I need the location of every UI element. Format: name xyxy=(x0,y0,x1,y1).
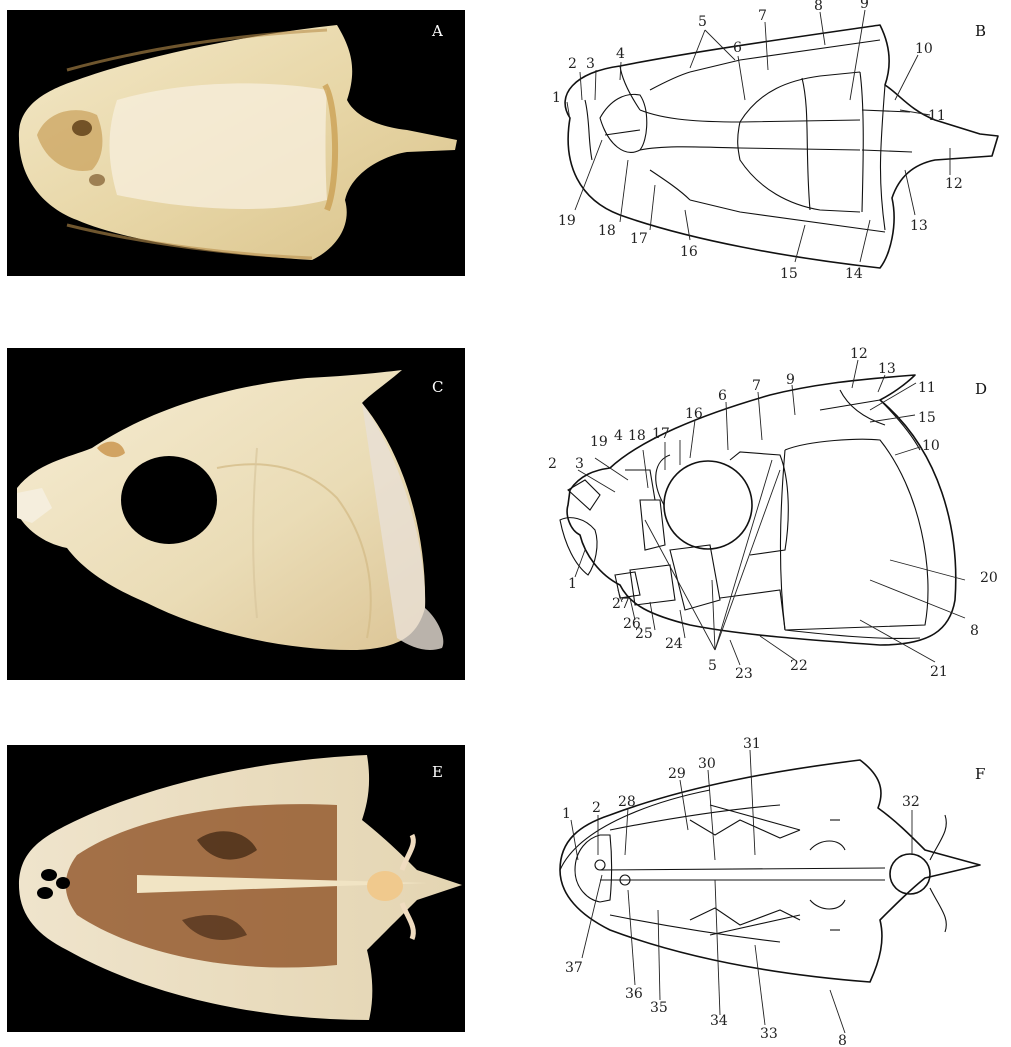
skull-lateral-outline: 12 13 11 15 10 9 7 6 16 17 18 4 19 3 2 1… xyxy=(540,340,1011,685)
callout-22: 22 xyxy=(790,658,808,674)
skull-dorsal-outline: 1 2 3 4 5 6 7 8 9 10 11 12 13 14 15 16 1… xyxy=(540,0,1011,290)
callout-14: 14 xyxy=(845,266,863,282)
panel-label: B xyxy=(975,22,986,40)
callout-3: 3 xyxy=(586,56,595,72)
callout-2: 2 xyxy=(548,456,557,472)
callout-7: 7 xyxy=(752,378,761,394)
panel-c-photo: C xyxy=(7,348,465,680)
skull-ventral-photo xyxy=(7,745,465,1032)
skull-lateral-photo xyxy=(7,348,465,680)
callout-20: 20 xyxy=(980,570,998,586)
callout-11: 11 xyxy=(928,108,946,124)
callout-18: 18 xyxy=(598,223,616,239)
callout-37: 37 xyxy=(565,960,583,976)
callout-9: 9 xyxy=(860,0,869,12)
panel-label: C xyxy=(432,378,443,396)
panel-label: A xyxy=(432,22,443,40)
skull-dorsal-photo xyxy=(7,10,465,276)
callout-6: 6 xyxy=(733,40,742,56)
callout-5: 5 xyxy=(698,14,707,30)
callout-1: 1 xyxy=(568,576,577,592)
skull-ventral-outline: 1 2 28 29 30 31 32 33 34 35 36 37 8 xyxy=(540,720,1011,1047)
callout-30: 30 xyxy=(698,756,716,772)
callout-13: 13 xyxy=(910,218,928,234)
callout-11: 11 xyxy=(918,380,936,396)
panel-d-drawing: 12 13 11 15 10 9 7 6 16 17 18 4 19 3 2 1… xyxy=(540,340,1011,685)
callout-32: 32 xyxy=(902,794,920,810)
callout-29: 29 xyxy=(668,766,686,782)
panel-b-drawing: 1 2 3 4 5 6 7 8 9 10 11 12 13 14 15 16 1… xyxy=(540,0,1011,290)
callout-8: 8 xyxy=(838,1033,847,1047)
panel-label: E xyxy=(432,763,443,781)
callout-10: 10 xyxy=(922,438,940,454)
callout-3: 3 xyxy=(575,456,584,472)
panel-a-photo: A xyxy=(7,10,465,276)
callout-5: 5 xyxy=(708,658,717,674)
callout-34: 34 xyxy=(710,1013,728,1029)
callout-16: 16 xyxy=(680,244,698,260)
callout-36: 36 xyxy=(625,986,643,1002)
callout-12: 12 xyxy=(945,176,963,192)
panel-f-drawing: 1 2 28 29 30 31 32 33 34 35 36 37 8 F xyxy=(540,720,1011,1047)
callout-25: 25 xyxy=(635,626,653,642)
callout-2: 2 xyxy=(568,56,577,72)
callout-1: 1 xyxy=(552,90,561,106)
callout-8: 8 xyxy=(814,0,823,14)
callout-4: 4 xyxy=(614,428,623,444)
callout-31: 31 xyxy=(743,736,761,752)
panel-label: D xyxy=(975,380,987,398)
panel-label: F xyxy=(975,765,985,783)
callout-1: 1 xyxy=(562,806,571,822)
callout-13: 13 xyxy=(878,361,896,377)
callout-19: 19 xyxy=(558,213,576,229)
callout-23: 23 xyxy=(735,666,753,682)
callout-12: 12 xyxy=(850,346,868,362)
callout-19: 19 xyxy=(590,434,608,450)
callout-18: 18 xyxy=(628,428,646,444)
callout-21: 21 xyxy=(930,664,948,680)
callout-15: 15 xyxy=(780,266,798,282)
callout-35: 35 xyxy=(650,1000,668,1016)
callout-2: 2 xyxy=(592,800,601,816)
callout-9: 9 xyxy=(786,372,795,388)
callout-7: 7 xyxy=(758,8,767,24)
callout-33: 33 xyxy=(760,1026,778,1042)
callout-15: 15 xyxy=(918,410,936,426)
callout-17: 17 xyxy=(652,426,670,442)
callout-6: 6 xyxy=(718,388,727,404)
panel-e-photo: E xyxy=(7,745,465,1032)
callout-28: 28 xyxy=(618,794,636,810)
callout-27: 27 xyxy=(612,596,630,612)
callout-10: 10 xyxy=(915,41,933,57)
callout-16: 16 xyxy=(685,406,703,422)
callout-24: 24 xyxy=(665,636,683,652)
callout-4: 4 xyxy=(616,46,625,62)
callout-8: 8 xyxy=(970,623,979,639)
callout-17: 17 xyxy=(630,231,648,247)
